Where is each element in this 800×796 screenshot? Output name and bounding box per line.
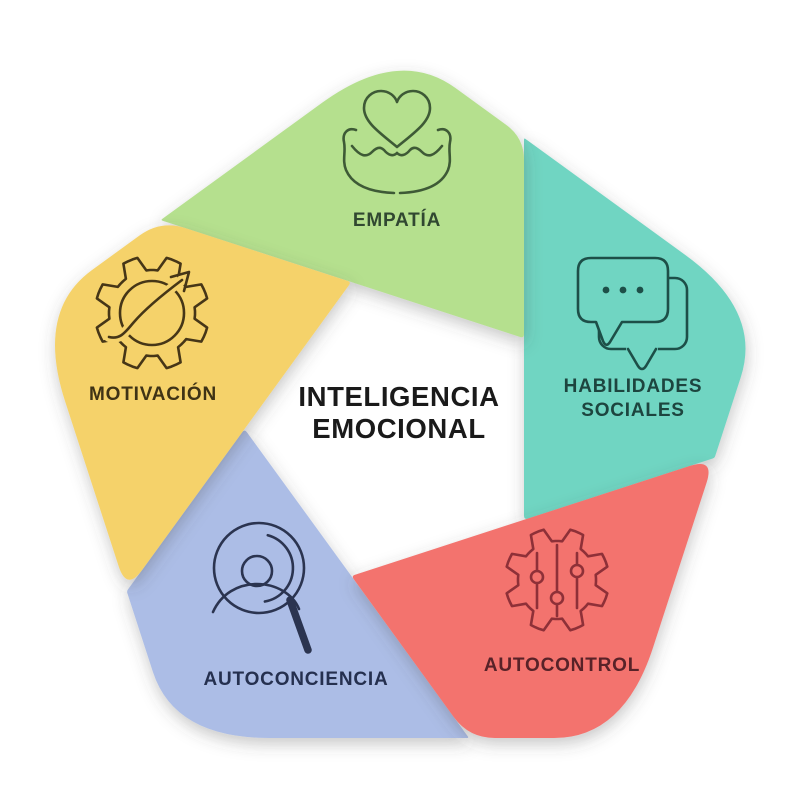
segment-autoconciencia [127,430,469,738]
center-title-line1: INTELIGENCIA [298,381,499,412]
petal-shapes [55,70,746,738]
segment-autocontrol [352,463,709,738]
segment-habilidades-sociales [524,138,746,519]
segment-label-sociales: SOCIALES [581,400,685,421]
segment-label-empatia: EMPATÍA [353,209,441,231]
segment-label-motivacion: MOTIVACIÓN [89,383,217,405]
gear-arrow-icon [95,256,209,370]
segment-empatia [161,70,524,338]
hands-holding-heart-icon [342,89,452,195]
segment-label-autocontrol: AUTOCONTROL [484,655,640,676]
magnifier-person-icon [211,521,312,654]
center-title-line2: EMOCIONAL [312,413,485,444]
segment-motivacion [55,225,350,580]
speech-bubbles-icon [576,256,689,371]
segment-label-habilidades: HABILIDADES [564,376,703,397]
segment-label-autoconciencia: AUTOCONCIENCIA [203,669,388,690]
gear-sliders-icon [505,528,609,632]
